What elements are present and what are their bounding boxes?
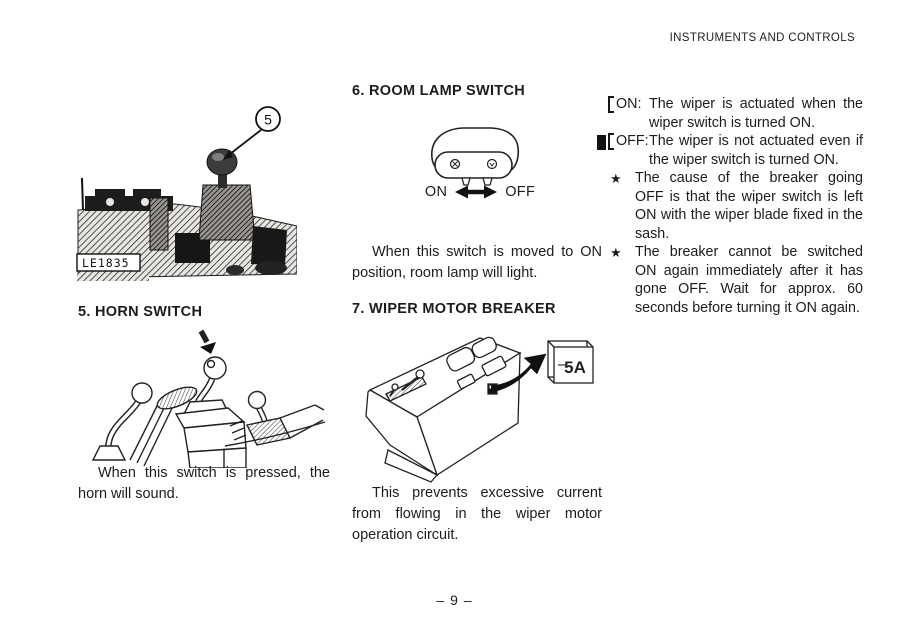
wiper-breaker-illustration: 5A: [365, 336, 594, 483]
switch-rocker: [434, 151, 513, 179]
breaker-note-2-text: The breaker cannot be switched ON again …: [635, 244, 863, 316]
off-state-label: OFF:: [616, 133, 649, 149]
wiper-off-note: OFF: The wiper is not actuated even if t…: [597, 132, 863, 169]
screw-icon: [486, 158, 498, 170]
breaker-out-icon: [608, 96, 614, 113]
wiper-notes-column: ON: The wiper is actuated when the wiper…: [597, 95, 863, 317]
photo-code-label: LE1835: [82, 256, 130, 270]
wiper-on-note: ON: The wiper is actuated when the wiper…: [597, 95, 863, 132]
breaker-note-1: ★ The cause of the breaker going OFF is …: [597, 169, 863, 243]
room-lamp-heading: 6. ROOM LAMP SWITCH: [352, 83, 525, 99]
on-state-text: The wiper is actuated when the wiper swi…: [649, 96, 863, 131]
wiper-breaker-text: This prevents excessive current from flo…: [352, 485, 602, 543]
callout-number: 5: [264, 112, 272, 128]
control-panel-photo: LE1835 5: [76, 106, 297, 281]
horn-switch-heading: 5. HORN SWITCH: [78, 304, 203, 320]
antenna: [81, 177, 84, 211]
horn-switch-text: When this switch is pressed, the horn wi…: [78, 465, 330, 502]
room-lamp-switch-illustration: [431, 127, 520, 186]
joystick-shaft: [218, 170, 227, 188]
callout-circle: [255, 106, 281, 132]
star-icon: ★: [610, 244, 622, 260]
press-arrow: [200, 342, 216, 354]
double-arrow-icon: [455, 185, 498, 199]
off-label: OFF: [505, 184, 536, 200]
on-label: ON: [424, 184, 448, 200]
fuse-rating-label: 5A: [564, 358, 586, 377]
right-lever-knob: [247, 390, 267, 410]
joystick-boot: [198, 184, 256, 241]
room-lamp-text: When this switch is moved to ON position…: [352, 244, 602, 281]
horn-switch-illustration: [91, 329, 326, 468]
onoff-indicator-row: ON OFF: [403, 184, 557, 200]
console-lever-knob: [415, 369, 425, 379]
callout-arrowhead: [223, 150, 233, 160]
bracket-icon: [608, 133, 614, 150]
page-header: INSTRUMENTS AND CONTROLS: [669, 32, 855, 44]
left-lever-knob: [131, 382, 153, 404]
star-icon: ★: [610, 170, 622, 186]
horn-switch-knob: [203, 356, 227, 380]
breaker-note-1-text: The cause of the breaker going OFF is th…: [635, 170, 863, 242]
breaker-in-icon: [597, 135, 606, 150]
page-number: – 9 –: [436, 592, 473, 608]
wiper-breaker-heading: 7. WIPER MOTOR BREAKER: [352, 301, 556, 317]
on-state-label: ON:: [616, 96, 642, 112]
breaker-note-2: ★ The breaker cannot be switched ON agai…: [597, 243, 863, 317]
pointer-arrow: [490, 353, 547, 393]
photo-code-box: [76, 253, 141, 272]
off-state-text: The wiper is not actuated even if the wi…: [649, 133, 863, 168]
